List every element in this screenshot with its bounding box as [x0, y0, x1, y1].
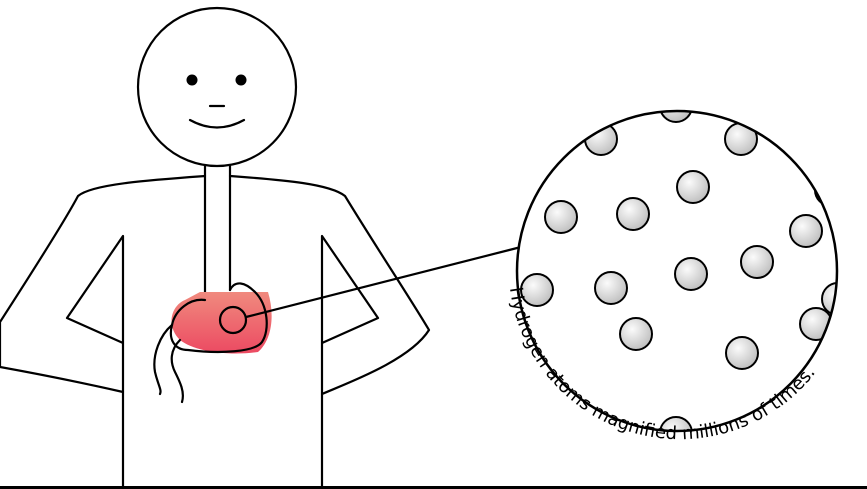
hydrogen-atom: [790, 215, 822, 247]
right-eye: [236, 75, 247, 86]
hydrogen-atom: [620, 318, 652, 350]
hydrogen-atom: [660, 90, 692, 122]
hydrogen-atom: [675, 258, 707, 290]
left-eye: [187, 75, 198, 86]
hydrogen-atom: [726, 337, 758, 369]
hydrogen-atom: [617, 198, 649, 230]
person-figure: [0, 8, 429, 489]
hydrogen-atom: [741, 246, 773, 278]
hydrogen-atom: [822, 283, 854, 315]
hydrogen-atom: [677, 171, 709, 203]
hydrogen-atom: [545, 201, 577, 233]
hydrogen-atom: [585, 123, 617, 155]
head: [138, 8, 296, 166]
hydrogen-atom: [725, 123, 757, 155]
hydrogen-atom: [595, 272, 627, 304]
